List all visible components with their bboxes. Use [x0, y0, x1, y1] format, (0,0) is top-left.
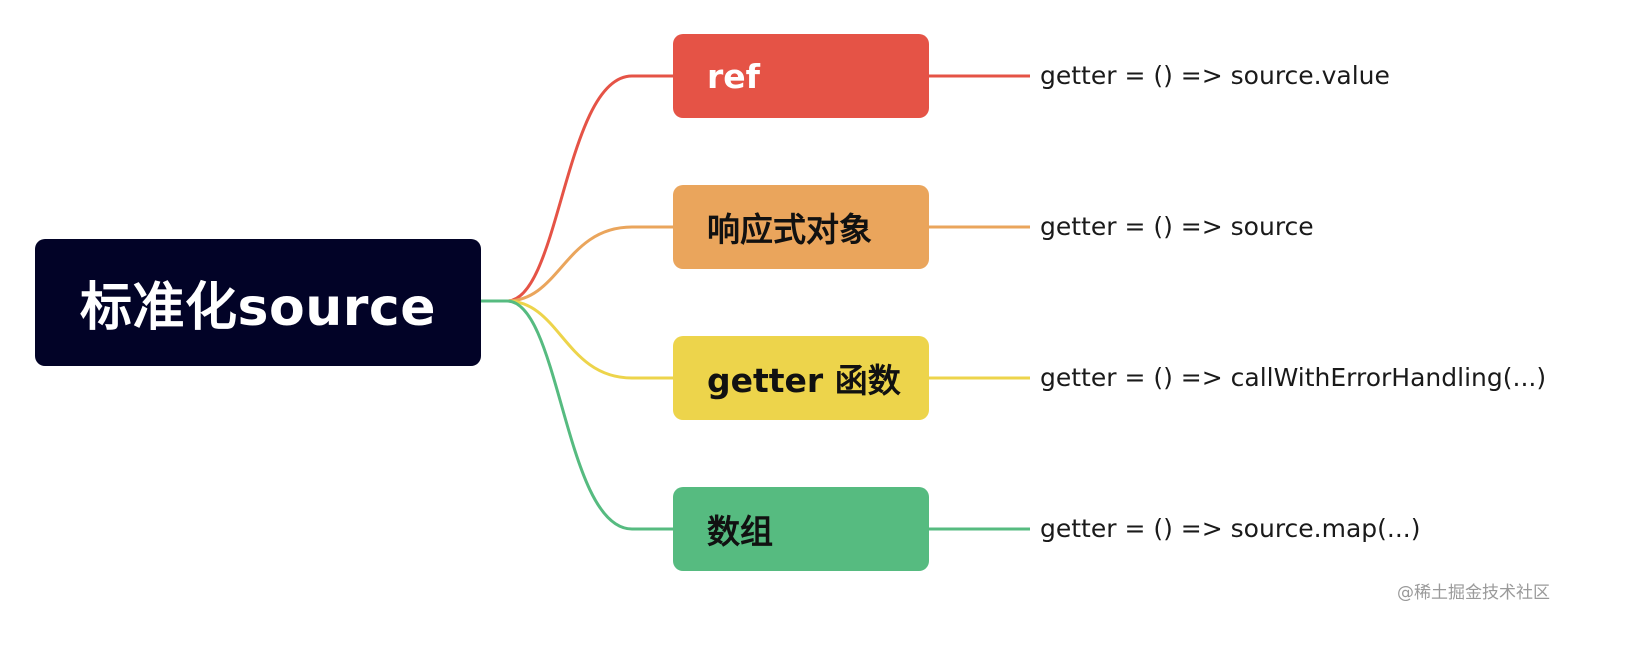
branch-node-getter-function: getter 函数 — [673, 336, 929, 420]
leaf-text-array: getter = () => source.map(...) — [1040, 514, 1421, 543]
branch-node-ref: ref — [673, 34, 929, 118]
connector-curve-ref — [506, 74, 673, 303]
branch-label-array: 数组 — [707, 512, 773, 551]
connector-curve-getter-function — [506, 299, 673, 380]
branch-node-array: 数组 — [673, 487, 929, 571]
branch-node-reactive-object: 响应式对象 — [673, 185, 929, 269]
root-node: 标准化source — [35, 239, 481, 366]
leaf-text-ref: getter = () => source.value — [1040, 61, 1390, 90]
branch-label-getter-function: getter 函数 — [707, 361, 901, 400]
leaf-text-reactive-object: getter = () => source — [1040, 212, 1314, 241]
branch-label-ref: ref — [707, 56, 761, 96]
root-label: 标准化source — [80, 278, 436, 338]
connector-curve-reactive-object — [506, 225, 673, 303]
leaf-text-getter-function: getter = () => callWithErrorHandling(...… — [1040, 363, 1547, 392]
watermark: @稀土掘金技术社区 — [1397, 583, 1550, 603]
connector-curve-array — [506, 299, 673, 531]
branch-label-reactive-object: 响应式对象 — [707, 210, 872, 249]
